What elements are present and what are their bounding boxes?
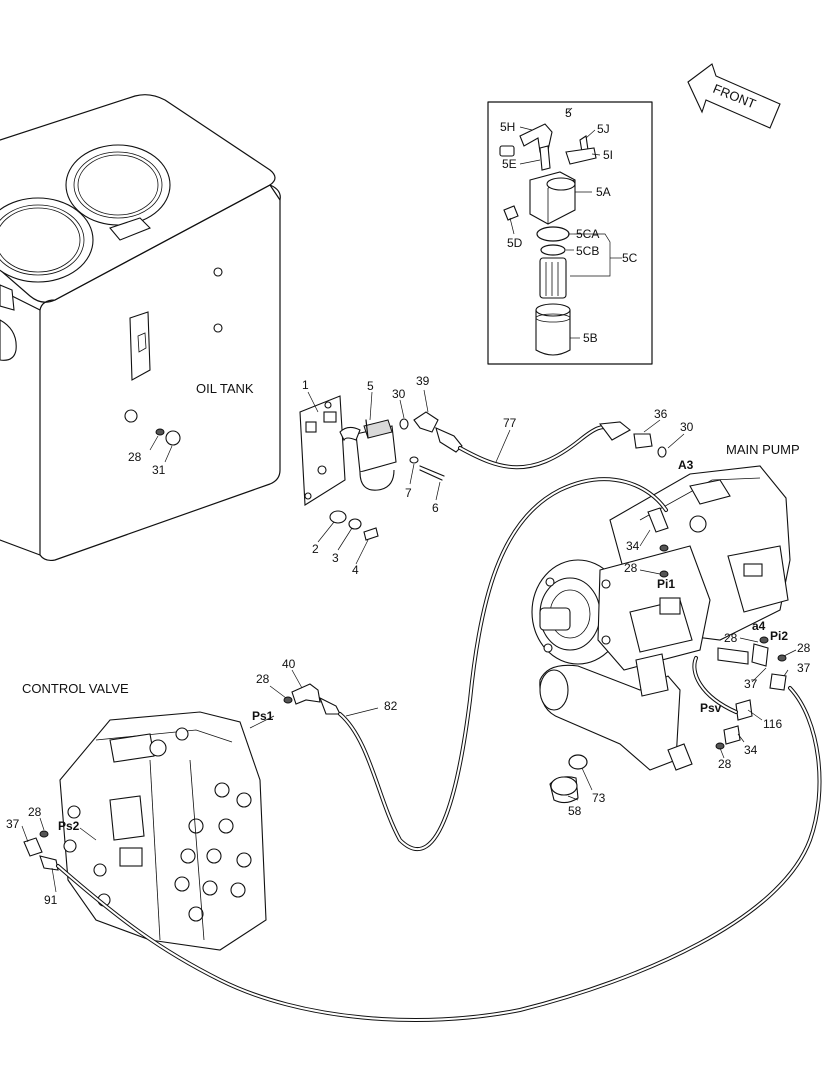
inset-title: 5: [565, 106, 572, 120]
callout-5B: 5B: [583, 331, 598, 345]
callout-5E: 5E: [502, 157, 517, 171]
plug-oring: [549, 754, 588, 804]
callout-Pi2: Pi2: [770, 629, 788, 643]
front-arrow: [687, 63, 781, 129]
callout-3: 3: [332, 551, 339, 565]
filter-bracket-assembly: [299, 395, 445, 541]
callout-28-pump: 28: [624, 561, 638, 575]
callout-5A: 5A: [596, 185, 611, 199]
callout-7: 7: [405, 486, 412, 500]
callout-Psv: Psv: [700, 701, 722, 715]
main-pump-title: MAIN PUMP: [726, 442, 800, 457]
callout-28-Pi2: 28: [797, 641, 811, 655]
callout-31: 31: [152, 463, 166, 477]
callout-37-mid: 37: [744, 677, 758, 691]
callout-77: 77: [503, 416, 517, 430]
callout-5H: 5H: [500, 120, 515, 134]
callout-116: 116: [763, 717, 782, 731]
callout-5CA: 5CA: [576, 227, 599, 241]
callout-30: 30: [392, 387, 406, 401]
callout-5: 5: [367, 379, 374, 393]
callout-28-Psv: 28: [718, 757, 732, 771]
callout-39: 39: [416, 374, 430, 388]
leader-lines: [21, 107, 797, 893]
callout-28-Ps2: 28: [28, 805, 42, 819]
callout-82: 82: [384, 699, 398, 713]
callout-73: 73: [592, 791, 606, 805]
callout-28-tank: 28: [128, 450, 142, 464]
drain-plug-assembly: [124, 409, 181, 463]
callout-40: 40: [282, 657, 296, 671]
callout-5C: 5C: [622, 251, 638, 265]
callout-58: 58: [568, 804, 582, 818]
filter-exploded-inset: [487, 101, 653, 365]
part-callouts: 1 5 30 39 77 36 30 A3 7 6 2 3 4 28 31 34…: [6, 374, 811, 907]
callout-37-left: 37: [6, 817, 20, 831]
callout-30-right: 30: [680, 420, 694, 434]
control-valve: [59, 711, 267, 951]
callout-37-right: 37: [797, 661, 811, 675]
oil-tank: [0, 94, 281, 562]
hose-116: [692, 656, 738, 714]
hose-91: [23, 686, 822, 1022]
callout-36: 36: [654, 407, 668, 421]
callout-91: 91: [44, 893, 58, 907]
callout-4: 4: [352, 563, 359, 577]
callout-6: 6: [432, 501, 439, 515]
callout-A3: A3: [678, 458, 694, 472]
callout-1: 1: [302, 378, 309, 392]
control-valve-title: CONTROL VALVE: [22, 681, 129, 696]
callout-Pi1: Pi1: [657, 577, 675, 591]
callout-Ps1: Ps1: [252, 709, 274, 723]
callout-28-a4: 28: [724, 631, 738, 645]
hose-82: [283, 477, 668, 851]
callout-5D: 5D: [507, 236, 523, 250]
callout-5J: 5J: [597, 122, 610, 136]
spool-caps: [174, 782, 252, 922]
callout-Ps2: Ps2: [58, 819, 80, 833]
main-pump: [531, 465, 791, 771]
callout-2: 2: [312, 542, 319, 556]
callout-5CB: 5CB: [576, 244, 599, 258]
callout-34-bottom: 34: [744, 743, 758, 757]
inset-labels: 5 5H 5J 5E 5I 5A 5D 5CA 5CB 5C 5B: [500, 106, 638, 345]
callout-a4: a4: [752, 619, 766, 633]
callout-5I: 5I: [603, 148, 613, 162]
hose-77: [435, 421, 667, 470]
callout-28-Ps1: 28: [256, 672, 270, 686]
callout-34-top: 34: [626, 539, 640, 553]
oil-tank-title: OIL TANK: [196, 381, 254, 396]
